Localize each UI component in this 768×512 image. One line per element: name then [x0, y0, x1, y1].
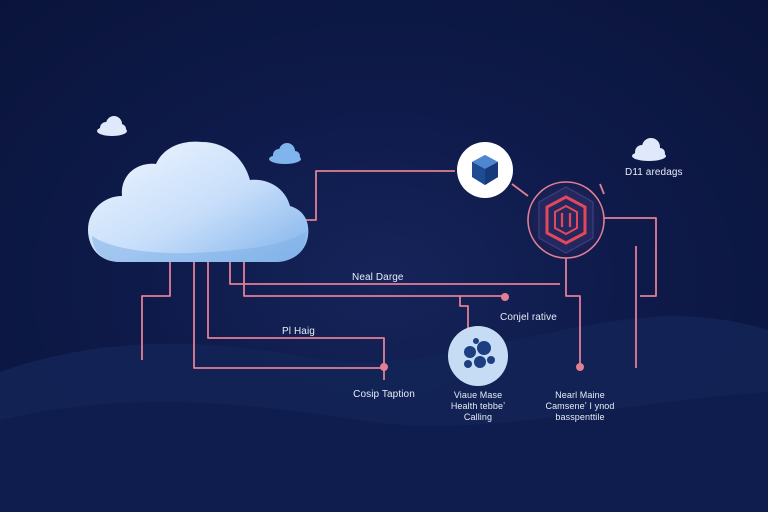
label-bottom-right: Nearl Maine Camseneʼ I ynod basspenttile [545, 390, 614, 423]
connector-hero-line [229, 258, 560, 285]
connector-cloud-to-cube [305, 170, 455, 221]
small-cloud-icon [97, 116, 127, 136]
connector-shield-to-right-node [565, 258, 581, 368]
gears-node [448, 326, 508, 386]
label-bottom-left: Cosip Taption [353, 389, 415, 400]
gears-icon [464, 338, 495, 368]
connector-dot [380, 363, 388, 371]
connector-cube-to-shield [511, 183, 529, 197]
label-bottom-center: Viaue Mase Health tebbeʼ Calling [451, 390, 505, 423]
shield-node [527, 181, 605, 259]
connector-dot [501, 293, 509, 301]
label-mid-right: Conjel rative [500, 312, 557, 323]
cube-node [457, 142, 513, 198]
label-bottom-center-line-1: Viaue Mase [453, 390, 503, 400]
connector-to-gears [459, 296, 469, 330]
label-top-right: D11 aredags [625, 167, 683, 178]
small-cloud-icon [632, 138, 666, 161]
label-hero-line: Neal Darge [352, 272, 404, 283]
connector-dots [380, 293, 584, 371]
connector-shield-right-loop [604, 217, 657, 297]
hexagon-shield-icon [538, 186, 594, 254]
main-cloud-icon [88, 141, 309, 262]
cube-icon [472, 155, 498, 185]
background-hill-near [0, 392, 768, 512]
label-bottom-right-line-1: Nearl Maine [555, 390, 605, 400]
connector-lines [141, 170, 657, 380]
connector-left-outer [141, 256, 171, 360]
connector-dot [576, 363, 584, 371]
label-bottom-center-line-3: Calling [463, 412, 493, 422]
connector-left-to-node [207, 258, 385, 366]
label-left-mid: Pl Haig [282, 326, 315, 337]
label-bottom-center-line-2: Health tebbeʼ [450, 401, 506, 411]
label-bottom-right-line-3: basspenttile [555, 412, 605, 422]
connector-label-to-shield [599, 183, 605, 195]
label-bottom-right-line-2: Camseneʼ I ynod [545, 401, 615, 411]
connector-left-inner [193, 258, 384, 369]
small-cloud-icon [269, 143, 301, 164]
connector-mid-line [243, 258, 504, 297]
